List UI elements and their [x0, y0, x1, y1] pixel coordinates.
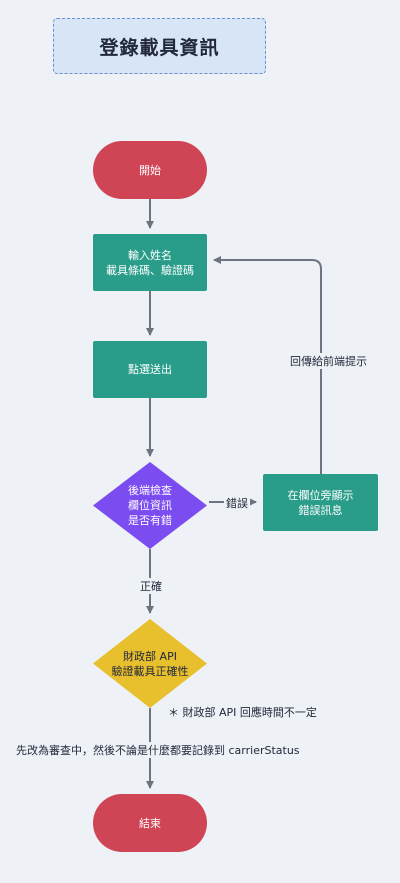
check-label-line2: 欄位資訊 [128, 499, 172, 512]
end-node: 結束 [93, 794, 207, 852]
input-node: 輸入姓名 載具條碼、驗證碼 [93, 234, 207, 291]
diagram-title-box: 登錄載具資訊 [53, 18, 266, 74]
verify-label-line1: 財政部 API [123, 649, 177, 663]
diagram-title: 登錄載具資訊 [99, 36, 220, 59]
submit-node: 點選送出 [93, 341, 207, 398]
input-label-line1: 輸入姓名 [128, 248, 172, 262]
end-label: 結束 [139, 816, 161, 830]
verify-label-line2: 驗證載具正確性 [111, 664, 189, 678]
api-verify-decision: 財政部 API 驗證載具正確性 [93, 619, 207, 708]
edge-label-pending-note: 先改為審查中，然後不論是什麼都要記錄到 carrierStatus [14, 742, 302, 758]
edge-error-to-input [213, 256, 322, 474]
edge-label-error: 錯誤 [224, 495, 250, 511]
show-error-label-line1: 在欄位旁顯示 [287, 488, 354, 502]
edge-label-correct: 正確 [138, 578, 164, 594]
check-diamond-shape [93, 462, 207, 549]
check-label-line3: 是否有錯 [128, 514, 172, 527]
input-label-line2: 載具條碼、驗證碼 [106, 263, 194, 277]
show-error-node: 在欄位旁顯示 錯誤訊息 [263, 474, 378, 531]
check-label-line1: 後端檢查 [128, 484, 172, 497]
start-node: 開始 [93, 141, 207, 199]
start-label: 開始 [139, 163, 161, 177]
check-decision: 後端檢查 欄位資訊 是否有錯 [93, 462, 207, 549]
api-response-note: ＊ 財政部 API 回應時間不一定 [168, 706, 317, 719]
show-error-label-line2: 錯誤訊息 [298, 503, 343, 517]
api-diamond-shape [93, 619, 207, 708]
submit-label: 點選送出 [128, 363, 172, 376]
edge-label-return-hint: 回傳給前端提示 [288, 353, 369, 369]
